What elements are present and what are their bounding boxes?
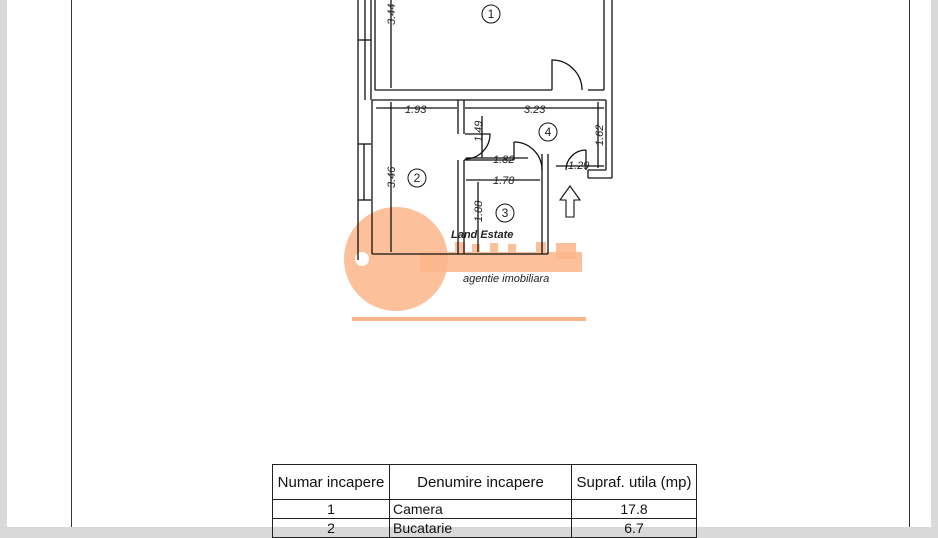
- table-row: 2 Bucatarie 6.7: [272, 518, 697, 538]
- page-frame-left: [71, 0, 72, 527]
- room-table: Numar incapere Denumire incapere Supraf.…: [272, 464, 697, 538]
- dim-1-49: 1.49: [473, 121, 485, 142]
- dim-3-44: 3.44: [386, 4, 398, 25]
- cell-room-number: 2: [272, 518, 390, 538]
- cell-room-area: 17.8: [571, 499, 697, 519]
- room-markers: [407, 4, 558, 223]
- dim-1-62: 1.62: [594, 125, 606, 146]
- cell-room-number: 1: [272, 499, 390, 519]
- cell-room-area: 6.7: [571, 518, 697, 538]
- header-usable-area: Supraf. utila (mp): [571, 464, 697, 500]
- room-3-label: 3: [502, 206, 509, 220]
- room-4-label: 4: [545, 125, 552, 139]
- dim-1-29: 1.29: [568, 160, 589, 172]
- header-room-name: Denumire incapere: [389, 464, 572, 500]
- watermark-logo: [344, 207, 586, 321]
- room-1-label: 1: [488, 7, 495, 21]
- page-frame-right: [909, 0, 910, 527]
- header-room-number: Numar incapere: [272, 464, 390, 500]
- dim-1-88: 1.88: [473, 200, 485, 222]
- watermark-tagline: agentie imobiliara: [463, 273, 549, 285]
- dim-3-23: 3.23: [524, 104, 546, 116]
- walls: [357, 0, 613, 260]
- cell-room-name: Bucatarie: [389, 518, 572, 538]
- room-2-label: 2: [414, 171, 421, 185]
- dim-1-78: 1.78: [493, 175, 515, 187]
- table-row: 1 Camera 17.8: [272, 499, 697, 519]
- entrance-arrow-icon: [558, 185, 582, 218]
- watermark-brand: Land Estate: [451, 229, 513, 241]
- cell-room-name: Camera: [389, 499, 572, 519]
- dim-1-82: 1.82: [493, 154, 514, 166]
- floor-plan: Land Estate agentie imobiliara: [344, 0, 613, 321]
- table-header-row: Numar incapere Denumire incapere Supraf.…: [272, 464, 697, 500]
- dim-3-46: 3.46: [386, 166, 398, 188]
- dim-1-93: 1.93: [405, 104, 427, 116]
